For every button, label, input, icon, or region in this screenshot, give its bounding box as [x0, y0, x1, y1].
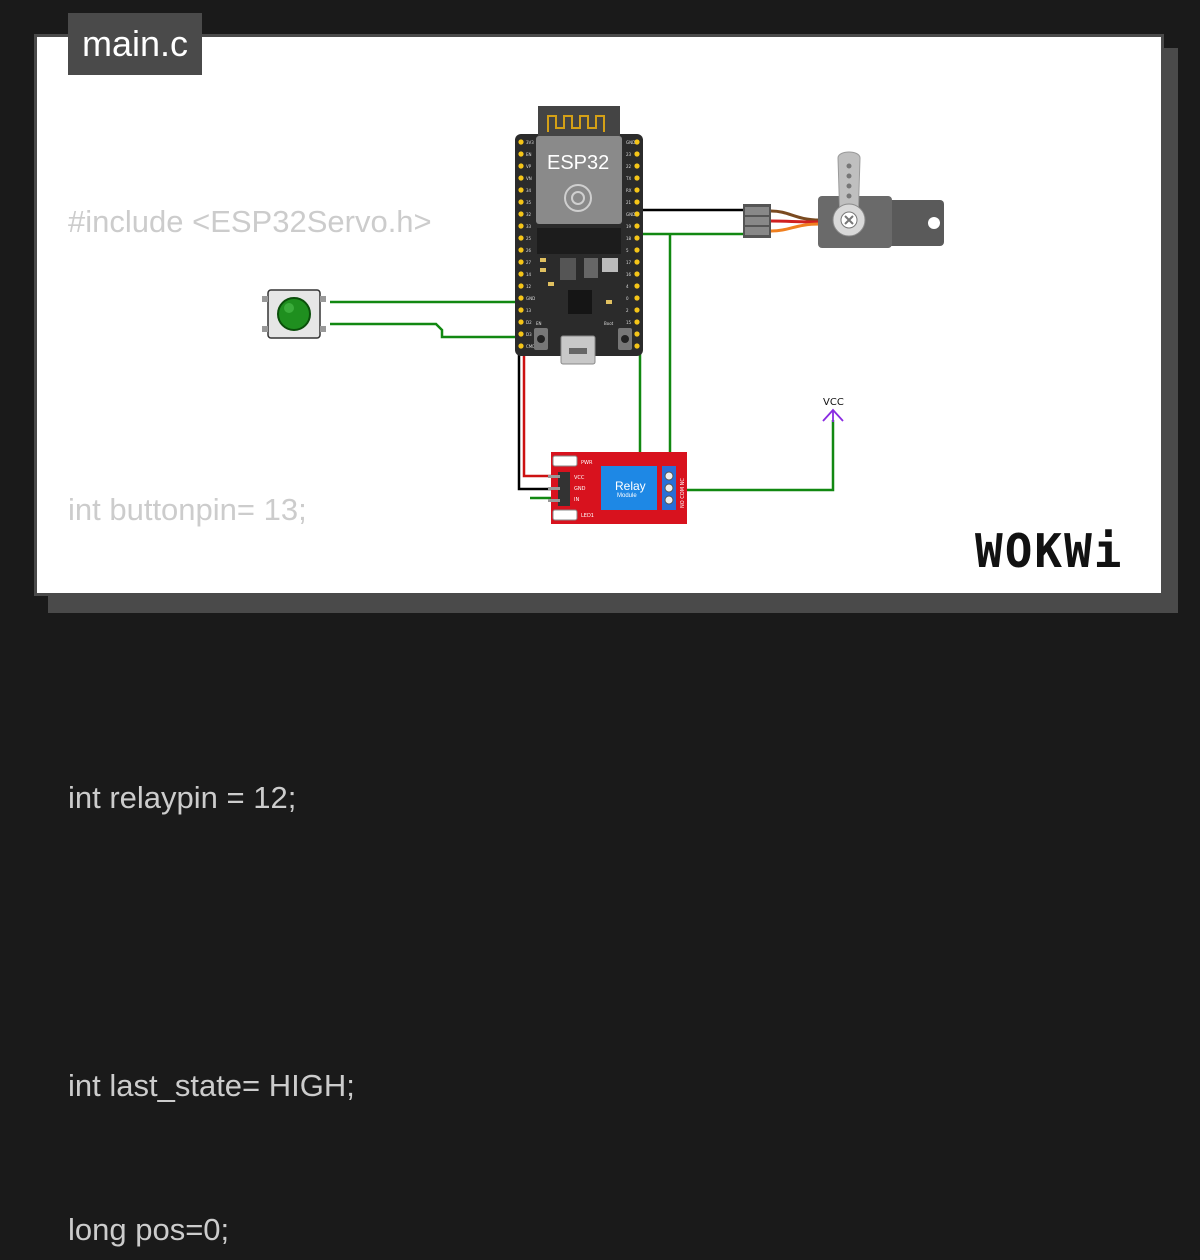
- esp32-pin-label: 19: [626, 224, 632, 229]
- relay-subtitle: Module: [617, 493, 637, 499]
- pushbutton[interactable]: [262, 289, 326, 339]
- servo-motor[interactable]: [743, 151, 944, 248]
- esp32-pin-label: 27: [526, 260, 532, 265]
- esp32-pin-label: RX: [626, 188, 632, 193]
- code-line: int last_state= HIGH;: [68, 1068, 355, 1103]
- esp32-pin-label: 22: [626, 164, 632, 169]
- code-line: int relaypin = 12;: [68, 780, 297, 815]
- esp32-pin-label: 26: [526, 248, 532, 253]
- esp32-pin-label: VN: [526, 176, 532, 181]
- vcc-symbol[interactable]: VCC: [822, 397, 844, 422]
- esp32-pin-label: GND: [626, 212, 635, 217]
- code-line: [68, 918, 432, 966]
- esp32-pin-label: 33: [526, 224, 532, 229]
- esp32-label: ESP32: [547, 152, 609, 174]
- esp32-pin-label: CMD: [526, 344, 535, 349]
- file-tab[interactable]: main.c: [68, 13, 203, 75]
- esp32-pin-label: 13: [526, 308, 532, 313]
- esp32-left-header: [518, 139, 524, 349]
- esp32-pin-label: 14: [526, 272, 532, 277]
- wire-relay-vcc-out: [683, 420, 835, 492]
- esp32-pin-label: 18: [626, 236, 632, 241]
- esp32-right-header: [634, 139, 640, 349]
- esp32-pin-label: 2: [626, 308, 629, 313]
- circuit-diagram: ESP32 3V3 EN: [262, 106, 944, 524]
- esp32-pin-label: GND: [626, 140, 635, 145]
- esp32-pin-label: EN: [526, 152, 532, 157]
- relay-pin-label: GND: [574, 486, 586, 492]
- code-line: #include <ESP32Servo.h>: [68, 204, 432, 239]
- esp32-pin-label: D3: [526, 332, 532, 337]
- esp32-pin-label: 23: [626, 152, 632, 157]
- wire-relay-gnd: [517, 352, 560, 491]
- esp32-pin-label: 35: [526, 200, 532, 205]
- wire-button-gnd: [330, 322, 522, 339]
- esp32-pin-label: 17: [626, 260, 632, 265]
- esp32-pin-label: 25: [526, 236, 532, 241]
- relay-pin-label: VCC: [574, 475, 585, 481]
- relay-terminal-label: NO COM NC: [680, 478, 686, 508]
- esp32-pin-label: 12: [526, 284, 532, 289]
- esp32-en-label: EN: [536, 321, 542, 326]
- relay-module[interactable]: PWR LED1 VCC GND IN Relay Module NO COM …: [548, 452, 687, 524]
- relay-title: Relay: [615, 479, 646, 493]
- esp32-pin-label: 0: [626, 296, 629, 301]
- esp32-pin-label: 16: [626, 272, 632, 277]
- esp32-pin-label: D2: [526, 320, 532, 325]
- esp32-pin-label: TX: [625, 176, 631, 181]
- code-line: int buttonpin= 13;: [68, 492, 307, 527]
- vcc-label: VCC: [823, 397, 844, 408]
- esp32-pin-label: 32: [526, 212, 532, 217]
- esp32-pin-label: 5: [626, 248, 629, 253]
- relay-pwr-label: PWR: [581, 460, 593, 466]
- relay-pin-label: IN: [574, 497, 579, 503]
- esp32-pin-label: 34: [526, 188, 532, 193]
- esp32-pin-label: 21: [626, 200, 632, 205]
- esp32-board[interactable]: ESP32 3V3 EN: [515, 106, 643, 365]
- esp32-pin-label: GND: [526, 296, 535, 301]
- code-line: long pos=0;: [68, 1212, 230, 1247]
- esp32-pin-label: VP: [526, 164, 532, 169]
- relay-led-label: LED1: [581, 513, 594, 519]
- esp32-pin-label: 15: [626, 320, 632, 325]
- esp32-pin-label: 3V3: [526, 140, 534, 145]
- wokwi-logo: WOKWi: [975, 524, 1124, 578]
- esp32-pin-label: 4: [626, 284, 629, 289]
- esp32-boot-label: Boot: [604, 321, 614, 326]
- code-line: [68, 630, 432, 678]
